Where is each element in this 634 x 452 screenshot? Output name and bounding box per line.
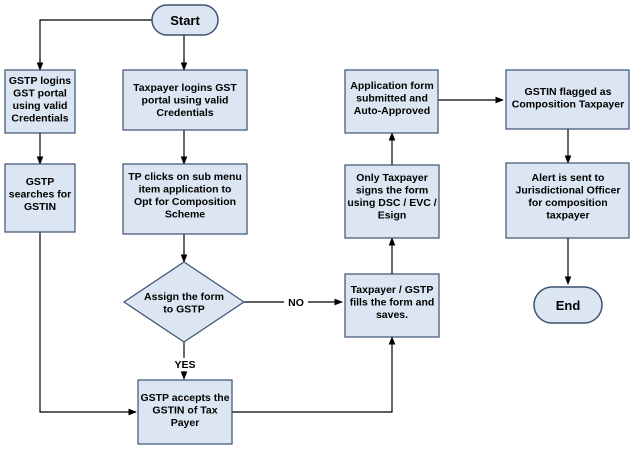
- end-line: End: [556, 298, 581, 313]
- edge-label-yes-text: YES: [174, 359, 195, 371]
- submitted-line: submitted and: [356, 93, 428, 105]
- flagged-line: GSTIN flagged as: [525, 86, 612, 98]
- alert-line: Alert is sent to: [532, 172, 605, 184]
- signs-form-line: Esign: [378, 210, 407, 222]
- tp-submenu-line: item application to: [139, 184, 232, 196]
- assign-decision-line: Assign the form: [144, 291, 224, 303]
- gstp-login-line: GSTP logins: [9, 75, 71, 87]
- tp-login-line: Credentials: [156, 107, 213, 119]
- tp-submenu-line: TP clicks on sub menu: [128, 171, 242, 183]
- edge-accepts-to-fills: [232, 336, 396, 413]
- gstp-accepts-line: GSTP accepts the: [140, 392, 229, 404]
- tp-login-line: portal using valid: [142, 95, 229, 107]
- fills-form-line: Taxpayer / GSTP: [351, 284, 434, 296]
- gstp-search-line: searches for: [9, 189, 71, 201]
- end-label: End: [556, 298, 581, 313]
- end-node: End: [533, 286, 603, 324]
- gstp-search-line: GSTIN: [24, 201, 56, 213]
- gstp-accepts-line: GSTIN of Tax: [152, 405, 217, 417]
- flagged-line: Composition Taxpayer: [512, 99, 624, 111]
- fills-form-line: fills the form and: [350, 297, 435, 309]
- gstp-search-line: GSTP: [26, 176, 55, 188]
- alert-line: Jurisdictional Officer: [515, 185, 620, 197]
- start-label: Start: [170, 13, 200, 28]
- gstp-login-line: using valid: [13, 100, 68, 112]
- edges: [36, 19, 572, 416]
- gstp-login-line: GST portal: [13, 88, 67, 100]
- start-line: Start: [170, 13, 200, 28]
- signs-form-line: signs the form: [356, 185, 428, 197]
- alert-line: for composition: [528, 197, 607, 209]
- edge-start-to-gstp-login: [36, 19, 152, 71]
- tp-submenu-line: Scheme: [165, 209, 205, 221]
- fills-form-line: saves.: [376, 309, 408, 321]
- gstp-login-line: Credentials: [11, 113, 68, 125]
- edge-label-no: NO: [284, 296, 308, 309]
- assign-decision-line: to GSTP: [163, 304, 204, 316]
- gstp-accepts-line: Payer: [171, 417, 200, 429]
- start-node: Start: [151, 4, 219, 36]
- tp-login-line: Taxpayer logins GST: [133, 82, 237, 94]
- tp-submenu-line: Opt for Composition: [134, 196, 236, 208]
- alert-line: taxpayer: [546, 210, 589, 222]
- edge-label-no-text: NO: [288, 297, 304, 309]
- submitted-line: Auto-Approved: [354, 105, 430, 117]
- submitted-line: Application form: [350, 80, 433, 92]
- edge-label-yes: YES: [171, 358, 199, 371]
- signs-form-line: using DSC / EVC /: [347, 197, 436, 209]
- signs-form-line: Only Taxpayer: [356, 172, 428, 184]
- edge-search-to-accepts: [39, 232, 137, 416]
